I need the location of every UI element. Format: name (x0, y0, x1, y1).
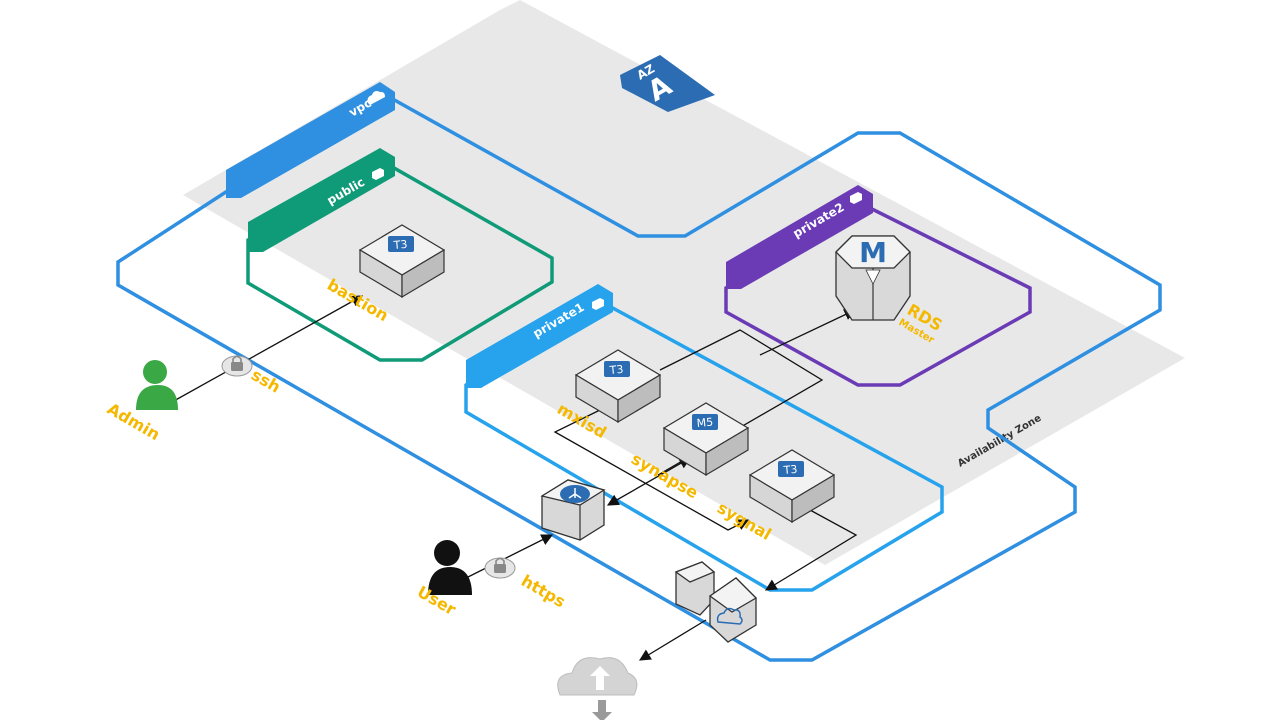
load-balancer[interactable] (540, 479, 606, 541)
private2-subnet (724, 199, 1032, 387)
internet-gateway[interactable] (674, 561, 758, 643)
admin-user-icon (136, 360, 178, 410)
bastion-instance[interactable]: T3 (358, 224, 446, 299)
lock-icon (484, 557, 516, 579)
connections (171, 295, 858, 661)
mxisd-type: T3 (608, 363, 624, 377)
cloud-icon (367, 91, 385, 105)
vpc-tag (226, 82, 395, 198)
mxisd-instance[interactable]: T3 (574, 349, 662, 424)
bastion-type: T3 (392, 238, 408, 252)
rds-glyph: M (859, 236, 887, 269)
shield-icon (592, 298, 604, 310)
shield-icon (850, 192, 862, 204)
synapse-type: M5 (696, 416, 714, 430)
availability-zone (183, 0, 1185, 565)
cloud-icon (716, 607, 743, 625)
synapse-instance[interactable]: M5 (662, 402, 750, 477)
private2-subnet-tag (726, 185, 873, 289)
ssh-label: ssh (248, 365, 284, 397)
private1-subnet-tag (466, 284, 613, 388)
user-icon (428, 540, 472, 595)
public-subnet-tag (248, 148, 395, 252)
https-label: https (518, 571, 569, 611)
internet-cloud-icon (557, 657, 638, 720)
sygnal-instance[interactable]: T3 (748, 449, 836, 524)
shield-icon (372, 168, 384, 180)
public-subnet (246, 157, 554, 362)
vpc-boundary (116, 89, 1162, 662)
rds-database[interactable]: M (835, 235, 911, 321)
lock-icon (221, 355, 253, 377)
sygnal-type: T3 (782, 463, 798, 477)
private1-subnet (464, 297, 944, 592)
az-badge: AZ A (620, 55, 715, 112)
